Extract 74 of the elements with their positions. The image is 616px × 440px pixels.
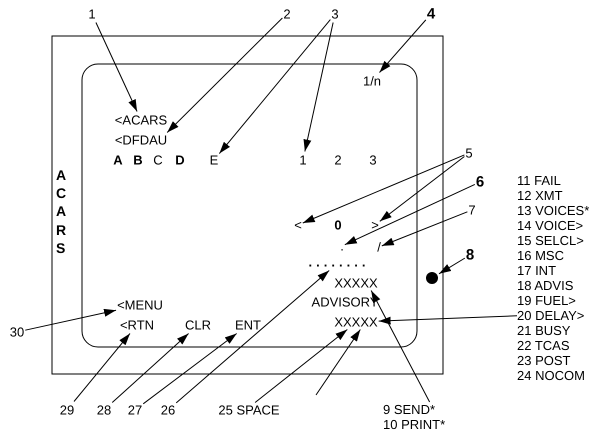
leader-line (302, 154, 465, 224)
callout-label: 25 SPACE (218, 402, 280, 418)
callout-label: 18 ADVIS (517, 278, 574, 293)
leader-line (378, 315, 518, 325)
selector-number: 1 (299, 152, 307, 168)
slash-symbol: / (377, 240, 381, 254)
callout-number: 28 (96, 402, 112, 418)
callout-number: 4 (426, 6, 436, 22)
selector-letter: E (210, 152, 218, 168)
message-field: XXXXX (334, 276, 378, 290)
leader-line (74, 333, 130, 402)
callout-label: 22 TCAS (517, 338, 571, 353)
screen-text: 0 (334, 218, 342, 232)
callout-label: 19 FUEL> (517, 293, 577, 308)
callout-number: 1 (88, 6, 96, 22)
callout-label: 11 FAIL (517, 173, 562, 188)
callout-number: 7 (468, 202, 476, 218)
leader-line (378, 19, 426, 73)
leader-line (95, 22, 138, 112)
callout-label: 16 MSC (517, 248, 565, 263)
callout-number: 6 (476, 174, 484, 190)
menu-option: <ACARS (114, 112, 168, 128)
callout-number: 3 (331, 6, 339, 22)
callout-label: 24 NOCOM (517, 368, 586, 383)
callout-label: 9 SEND* (383, 402, 436, 417)
callout-number: 8 (466, 248, 474, 262)
callout-label: 13 VOICES* (517, 203, 590, 218)
screen-text: D (175, 152, 185, 168)
callout-label: 15 SELCL> (517, 233, 585, 248)
leader-line (142, 333, 238, 404)
callout-number: 29 (60, 402, 74, 418)
menu-option: <DFDAU (114, 132, 168, 148)
callout-number: 5 (465, 146, 473, 160)
callout-number: 27 (128, 402, 142, 418)
callout-number: 2 (283, 6, 291, 22)
screen-text: C (153, 152, 163, 168)
callout-label: 17 INT (517, 263, 558, 278)
callout-number: 30 (10, 324, 24, 340)
screen-text: 2 (334, 152, 342, 168)
leader-line (254, 329, 348, 403)
screen-text: A (113, 152, 123, 168)
leader-line (24, 308, 117, 331)
entry-field: ........ (308, 254, 370, 270)
callout-label: 10 PRINT* (383, 417, 446, 432)
key-label: <RTN (120, 318, 154, 332)
leader-line (379, 156, 465, 222)
callout-label: 14 VOICE> (517, 218, 584, 233)
page-number: 1/n (362, 74, 382, 88)
callout-label: 20 DELAY> (517, 308, 586, 323)
leader-line (176, 270, 330, 404)
key-label: ENT (235, 318, 261, 332)
decimal-point: . (340, 238, 344, 254)
callout-number: 26 (160, 402, 176, 418)
scroll-symbol: < (294, 218, 302, 232)
leader-line (166, 17, 283, 133)
key-label: CLR (185, 318, 211, 332)
callout-label: 23 POST (517, 353, 572, 368)
callout-label: 21 BUSY (517, 323, 572, 338)
leader-line (316, 329, 361, 396)
leader-line (438, 258, 466, 274)
indicator-dot (426, 272, 438, 284)
leader-line (304, 22, 334, 152)
leader-line (370, 290, 430, 402)
menu-option: <MENU (117, 298, 163, 312)
vertical-title: ACARS (56, 166, 68, 257)
leader-line (381, 211, 468, 246)
leader-line (112, 333, 190, 404)
leader-line (218, 19, 331, 154)
scroll-symbol: > (371, 218, 379, 232)
screen-text: B (133, 152, 143, 168)
callout-label: 12 XMT (517, 188, 564, 203)
screen-text: 3 (369, 152, 377, 168)
leader-line (344, 184, 476, 246)
message-field: XXXXX (334, 314, 378, 330)
